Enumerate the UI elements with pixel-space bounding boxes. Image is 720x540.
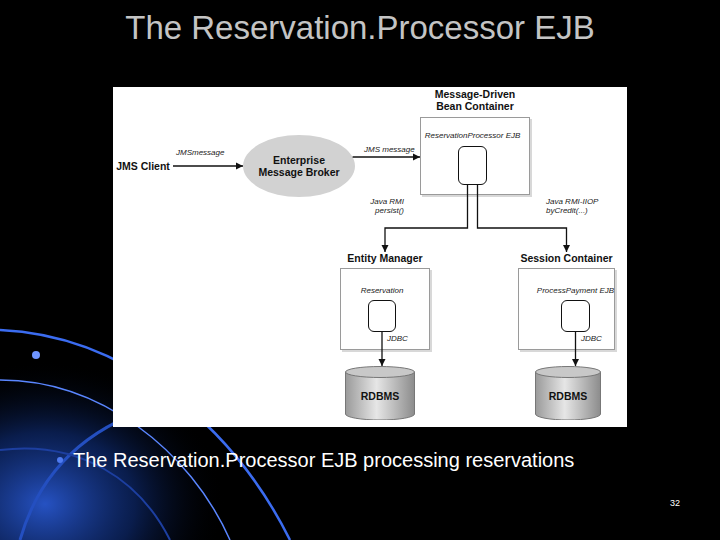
container-box: Message-Driven Bean ContainerReservation… — [420, 88, 530, 195]
client-text-box: JMS Client — [113, 158, 173, 174]
bean-heading: ProcessPayment EJB — [537, 286, 614, 296]
cylinder-top — [536, 367, 601, 378]
bean-frame — [368, 300, 396, 332]
ellipse-fill — [243, 135, 355, 197]
container-box: Entity ManagerReservation — [340, 252, 430, 350]
connector-label: Java RMI-IIOP byCredit(...) — [546, 197, 614, 215]
connector-line — [575, 332, 576, 366]
node-label: JMS Client — [116, 160, 170, 172]
container-heading: Message-Driven Bean Container — [427, 88, 523, 112]
bean-frame — [458, 146, 487, 185]
bean-heading: ReservationProcessor EJB — [425, 131, 521, 141]
connector — [382, 332, 383, 366]
arrow-head — [379, 359, 386, 366]
bean-box: Reservation — [368, 286, 396, 332]
connector-line — [381, 332, 382, 366]
connector-label: JMS message — [364, 145, 424, 154]
client-node: JMS Client — [113, 158, 173, 174]
connector — [385, 185, 468, 252]
arrow-head — [382, 245, 389, 252]
connector-label: JDBC — [387, 334, 417, 343]
cylinder-top — [346, 367, 415, 378]
connector-line — [173, 165, 243, 166]
connector-line — [478, 185, 567, 252]
database-cylinder: RDBMS — [535, 366, 601, 420]
connector — [353, 157, 420, 158]
figure-panel — [113, 87, 627, 427]
database-cylinder: RDBMS — [345, 366, 415, 420]
broker-ellipse: Enterprise Message Broker — [243, 135, 355, 197]
cylinder-text-box: RDBMS — [535, 371, 601, 420]
cylinder-body — [346, 372, 415, 420]
container-heading: Session Container — [507, 252, 627, 264]
node-label: RDBMS — [549, 390, 588, 402]
arrow-head — [563, 245, 570, 252]
bean-heading: Reservation — [361, 286, 404, 296]
swirl-dot — [57, 457, 63, 463]
cylinder-body — [536, 372, 601, 420]
page-number: 32 — [650, 497, 680, 509]
connector-label: Java RMI persist() — [360, 197, 404, 215]
connector — [173, 166, 243, 167]
arrow-head — [572, 359, 579, 366]
ellipse-text-box: Enterprise Message Broker — [243, 135, 355, 197]
slide-title: The Reservation.Processor EJB — [0, 8, 720, 48]
connector-line — [385, 185, 468, 252]
connector-label: JMSmessage — [176, 148, 236, 157]
arrow-head — [413, 154, 420, 161]
container-heading: Entity Manager — [330, 252, 440, 264]
swirl-dot — [32, 351, 40, 359]
arrow-head — [236, 163, 243, 170]
figure-caption: The Reservation.Processor EJB processing… — [73, 447, 713, 473]
connector-line — [353, 156, 420, 157]
cylinder-text-box: RDBMS — [345, 371, 415, 420]
bean-frame — [561, 300, 590, 332]
node-label: Enterprise Message Broker — [255, 154, 343, 178]
bean-box: ProcessPayment EJB — [561, 286, 590, 332]
connector — [575, 332, 576, 366]
connector — [478, 185, 567, 252]
node-label: RDBMS — [361, 390, 400, 402]
bean-box: ReservationProcessor EJB — [458, 131, 487, 185]
connector-label: JDBC — [581, 334, 611, 343]
